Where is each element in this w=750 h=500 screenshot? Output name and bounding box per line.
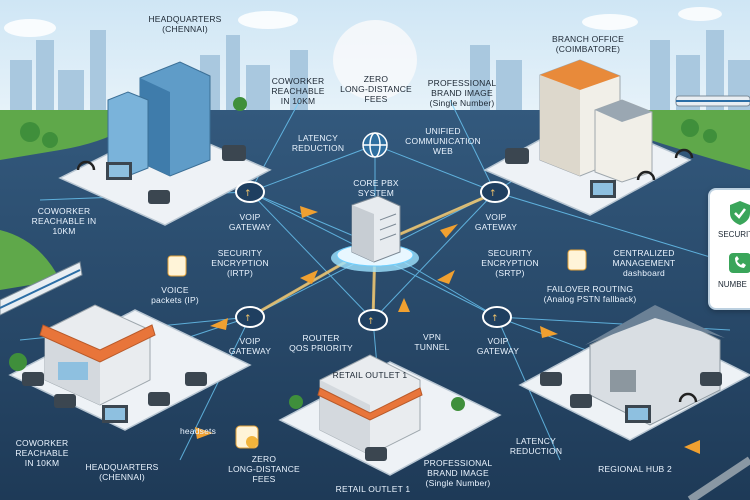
- label-branch-top: BRANCH OFFICE (COIMBATORE): [551, 34, 625, 54]
- label-hq-bottom: HEADQUARTERS (CHENNAI): [85, 462, 159, 482]
- router-icon: ↑: [235, 306, 265, 328]
- dome-building: [333, 20, 417, 100]
- label-coworker-bottom: COWORKER REACHABLE IN 10km: [15, 438, 69, 468]
- label-regional-hub: REGIONAL HUB 2: [598, 464, 672, 474]
- svg-text:↑: ↑: [244, 314, 252, 324]
- svg-text:↑: ↑: [489, 189, 497, 199]
- phone-icon: [222, 145, 246, 161]
- label-core-pbx: CORE PBX SYSTEM: [353, 178, 399, 198]
- label-centralized: CENTRALIZED MANAGEMENT dashboard: [612, 248, 676, 278]
- laptops: [102, 162, 651, 423]
- phone-icon: [540, 372, 562, 386]
- label-unified-web: UNIFIED COMMUNICATION WEB: [405, 126, 481, 156]
- retail-outlet: [317, 354, 423, 456]
- core-pbx: [331, 195, 419, 272]
- label-security-left: SECURITY ENCRYPTION (IRTP): [211, 248, 269, 278]
- label-zero-fees-bottom: ZERO LONG-DISTANCE FEES: [228, 454, 300, 484]
- label-latency-bottom: LATENCY REDUCTION: [509, 436, 563, 456]
- hq-building: [107, 61, 211, 177]
- grass-left-mid: [0, 230, 60, 290]
- label-voice-packets: VOICE packets (IP): [151, 285, 199, 305]
- label-coworker-top: COWORKER REACHABLE IN 10km: [271, 76, 325, 106]
- trees: [9, 97, 717, 411]
- label-vpn-tunnel: VPN TUNNEL: [414, 332, 450, 352]
- clouds: [4, 7, 722, 37]
- headset-icon: [76, 148, 698, 403]
- phone-icon: [700, 372, 722, 386]
- store-left: [39, 304, 156, 406]
- svg-text:↑: ↑: [367, 317, 375, 327]
- server-icon: [351, 195, 401, 263]
- flow-arrows: [195, 206, 700, 454]
- branch-building: [539, 59, 653, 183]
- label-voip-lower-left: VOIP GATEWAY: [228, 336, 272, 356]
- router-icon: ↑: [480, 181, 510, 203]
- train-right: [675, 95, 750, 107]
- globe-icon: [362, 132, 388, 158]
- coin-icon: [235, 425, 259, 449]
- side-panel-security: SECURIT: [718, 230, 750, 239]
- phone-coin-icon-right: [567, 249, 587, 271]
- label-retail-top: RETAIL OUTLET 1: [332, 370, 408, 380]
- label-voip-left: VOIP GATEWAY: [228, 212, 272, 232]
- phone-icon: [148, 190, 170, 204]
- svg-text:↑: ↑: [491, 314, 499, 324]
- label-latency-top: LATENCY REDUCTION: [291, 133, 345, 153]
- phone-icon: [185, 372, 207, 386]
- phone-icon: [54, 394, 76, 408]
- phone-coin-icon-left: [167, 255, 187, 277]
- label-failover: FAILOVER ROUTING (Analog PSTN fallback): [543, 284, 637, 304]
- side-panel: SECURIT NUMBE: [708, 188, 750, 310]
- label-voip-right: VOIP GATEWAY: [474, 212, 518, 232]
- label-brand-top: PROFESSIONAL BRAND IMAGE (Single Number): [427, 78, 497, 108]
- svg-text:↑: ↑: [244, 189, 252, 199]
- label-router-qos: ROUTER QOS PRIORITY: [289, 333, 353, 353]
- phone-check-icon: [729, 253, 750, 273]
- phone-icon: [570, 394, 592, 408]
- shield-icon: [730, 201, 750, 225]
- side-panel-number: NUMBE: [718, 280, 747, 289]
- label-hq-top: HEADQUARTERS (CHENNAI): [148, 14, 222, 34]
- router-icon: ↑: [482, 306, 512, 328]
- phone-icon: [505, 148, 529, 164]
- router-icon: ↑: [235, 181, 265, 203]
- label-zero-fees-top: ZERO LONG-DISTANCE FEES: [340, 74, 412, 104]
- label-voip-lower-right: VOIP GATEWAY: [476, 336, 520, 356]
- router-icon: ↑: [358, 309, 388, 331]
- label-coworker-left: COWORKER REACHABLE IN 10km: [31, 206, 97, 236]
- rail-bottom-right: [687, 456, 750, 500]
- train-left: [0, 261, 83, 316]
- label-headsets: headsets: [179, 426, 217, 436]
- routers: ↑ ↑ ↑ ↑ ↑: [235, 181, 512, 331]
- desk-devices: [22, 145, 722, 461]
- label-retail-bottom: RETAIL OUTLET 1: [335, 484, 411, 494]
- label-brand-bottom: PROFESSIONAL BRAND IMAGE (Single Number): [423, 458, 493, 488]
- label-security-right: SECURITY ENCRYPTION (SRTP): [481, 248, 539, 278]
- phone-icon: [22, 372, 44, 386]
- regional-hub-warehouse: [585, 305, 725, 426]
- phone-icon: [148, 392, 170, 406]
- phone-icon: [365, 447, 387, 461]
